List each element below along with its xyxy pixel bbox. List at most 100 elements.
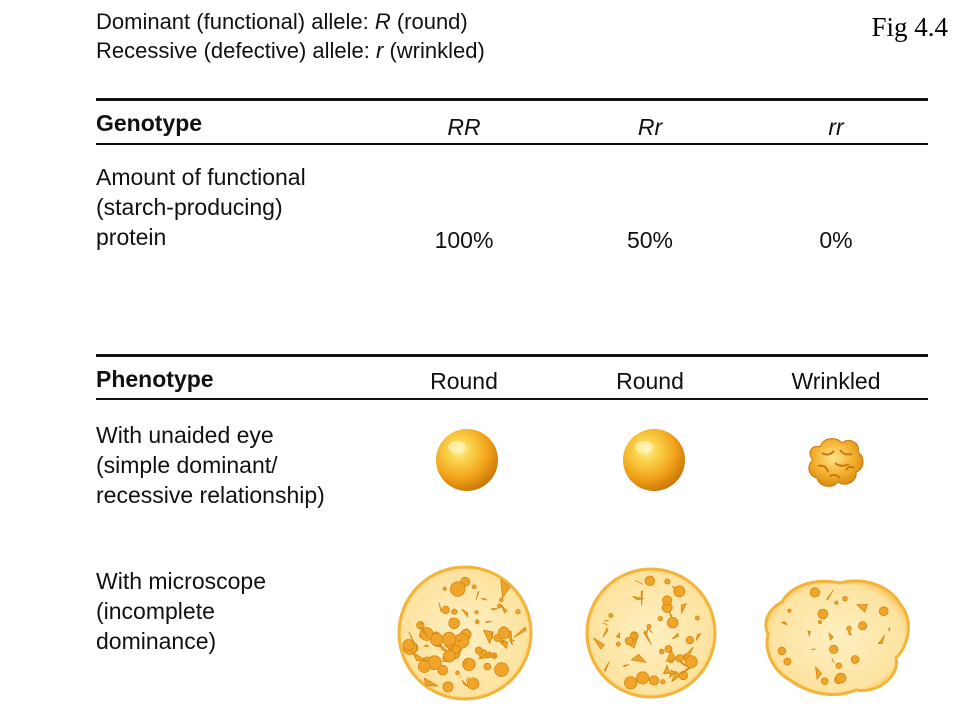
- starch-grain: [474, 646, 483, 655]
- starch-grain: [442, 656, 449, 662]
- starch-grain: [673, 585, 686, 598]
- starch-grain: [831, 658, 835, 664]
- starch-grain: [877, 635, 885, 645]
- starch-grain: [685, 635, 694, 645]
- unaided-eye-line1: With unaided eye: [96, 422, 274, 448]
- protein-value-rr: 100%: [434, 227, 494, 253]
- dense-starch-cell-icon: [397, 565, 533, 701]
- starch-grain: [835, 662, 842, 669]
- starch-grain: [665, 649, 677, 662]
- starch-grain: [461, 608, 469, 618]
- starch-grain: [660, 648, 663, 653]
- starch-grain: [671, 670, 682, 683]
- genotype-heterozygous: Rr: [637, 114, 663, 140]
- starch-grain: [835, 672, 847, 684]
- phenotype-bottom-rule: [96, 398, 928, 400]
- starch-grain: [648, 675, 660, 686]
- starch-grain: [455, 670, 460, 676]
- starch-grain: [451, 608, 458, 615]
- phenotype-label: Phenotype: [96, 366, 214, 392]
- starch-grain: [682, 646, 694, 662]
- starch-grain: [644, 575, 656, 587]
- starch-grain: [437, 642, 449, 652]
- phenotype-wrinkled: Wrinkled: [791, 368, 881, 394]
- starch-grain: [480, 598, 487, 601]
- starch-grain: [463, 659, 468, 664]
- starch-grain: [633, 632, 636, 636]
- starch-grain: [423, 677, 439, 687]
- starch-grain: [442, 681, 454, 693]
- starch-grain: [448, 617, 460, 630]
- dominant-allele-suffix: (round): [390, 9, 468, 34]
- recessive-allele-symbol: r: [376, 38, 384, 63]
- starch-grain: [667, 617, 679, 629]
- starch-grain: [402, 639, 415, 651]
- genotype-top-rule: [96, 98, 928, 101]
- starch-grain: [878, 606, 889, 616]
- starch-grain: [442, 649, 456, 663]
- starch-grain: [807, 630, 811, 638]
- starch-grain: [417, 660, 431, 673]
- starch-grain: [856, 604, 869, 613]
- starch-grain: [500, 640, 504, 645]
- starch-grain: [780, 621, 788, 626]
- dominant-allele-symbol: R: [374, 9, 391, 34]
- starch-grain: [604, 661, 610, 673]
- starch-grain: [408, 631, 415, 643]
- starch-grain: [429, 632, 444, 647]
- starch-grain: [442, 586, 447, 591]
- phenotype-top-rule: [96, 354, 928, 357]
- starch-grain: [602, 622, 608, 626]
- starch-grain: [828, 632, 834, 641]
- starch-grain: [842, 596, 848, 602]
- starch-grain: [818, 620, 823, 625]
- dominant-allele-line: Dominant (functional) allele: R (round): [96, 8, 468, 35]
- starch-grain: [500, 578, 511, 599]
- starch-grain: [888, 627, 891, 632]
- protein-value-recessive: 0%: [819, 227, 853, 253]
- starch-grain: [679, 660, 688, 667]
- starch-grain: [474, 619, 480, 624]
- starch-grain: [515, 609, 521, 615]
- phenotype-round-1: Round: [430, 368, 498, 394]
- starch-grain: [643, 629, 652, 645]
- starch-grain: [423, 644, 430, 648]
- starch-grain: [695, 632, 702, 641]
- protein-label-line2: (starch-producing): [96, 194, 283, 220]
- medium-starch-cell-icon: [585, 567, 717, 699]
- starch-grain: [635, 579, 643, 585]
- starch-grain: [465, 676, 470, 682]
- starch-grain: [694, 615, 700, 621]
- recessive-allele-line: Recessive (defective) allele: r (wrinkle…: [96, 37, 485, 64]
- starch-grain: [664, 645, 673, 653]
- starch-grain: [657, 615, 663, 622]
- starch-grain: [787, 608, 792, 613]
- starch-grain: [615, 632, 621, 639]
- round-pea-2-icon: [623, 429, 685, 491]
- starch-grain: [664, 578, 671, 585]
- starch-grain: [604, 619, 610, 622]
- protein-label-line1: Amount of functional: [96, 164, 306, 190]
- starch-grain: [485, 621, 493, 623]
- unaided-eye-line2: (simple dominant/: [96, 452, 278, 478]
- starch-grain: [636, 671, 650, 685]
- starch-grain: [647, 627, 653, 634]
- starch-grain: [632, 596, 644, 601]
- starch-grain: [513, 626, 527, 638]
- starch-grain: [411, 650, 428, 662]
- starch-grain: [672, 632, 680, 640]
- starch-grain: [419, 622, 424, 625]
- starch-grain: [846, 625, 852, 632]
- sparse-starch-cell-icon: [764, 579, 910, 697]
- starch-grain: [662, 664, 671, 674]
- phenotype-round-2: Round: [616, 368, 684, 394]
- wrinkled-pea-icon: [808, 438, 864, 487]
- round-pea-1-icon: [436, 429, 498, 491]
- starch-grain: [490, 608, 499, 611]
- starch-grain: [820, 677, 829, 685]
- starch-grain: [829, 644, 839, 654]
- starch-grain: [475, 590, 480, 601]
- starch-grain: [668, 611, 673, 618]
- starch-grain: [437, 664, 449, 676]
